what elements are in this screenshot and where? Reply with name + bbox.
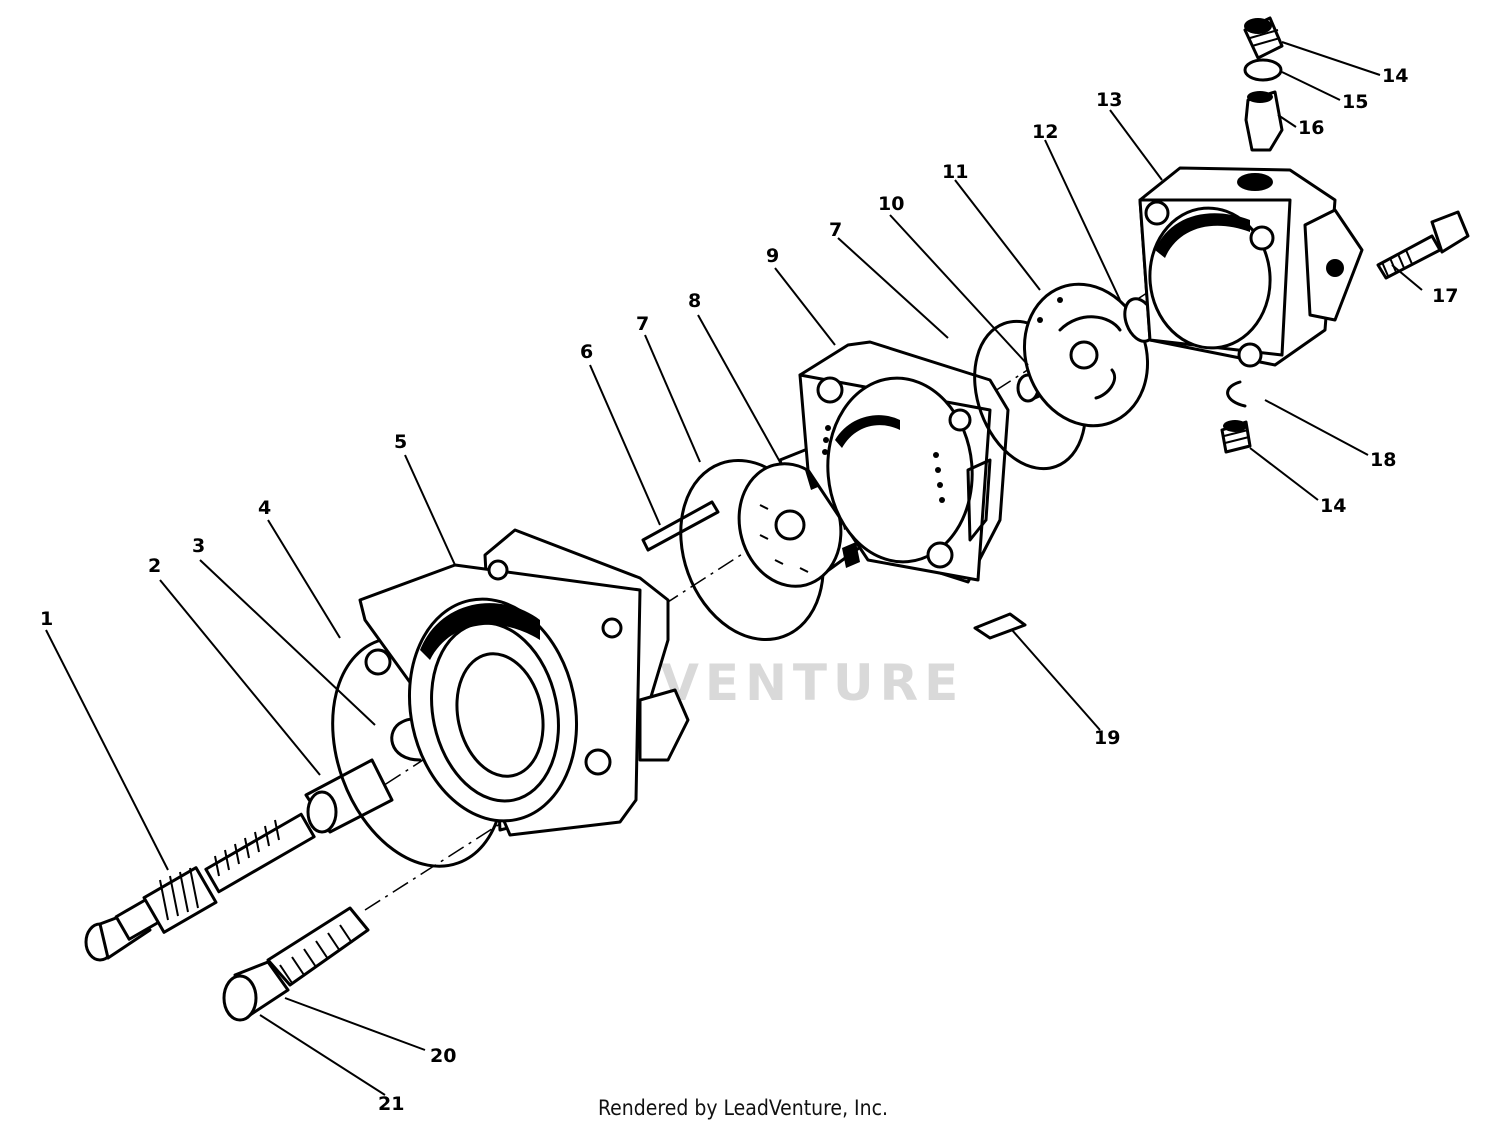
key: [973, 612, 1027, 640]
cap-screw: [222, 906, 370, 1022]
end-cap-housing: [1138, 166, 1364, 368]
footer-credit: Rendered by LeadVenture, Inc.: [598, 1096, 888, 1120]
callout-16: 16: [1298, 117, 1324, 139]
callout-15: 15: [1342, 91, 1368, 113]
callout-2: 2: [148, 555, 161, 577]
callout-13: 13: [1096, 89, 1122, 111]
o-ring-small: [1243, 58, 1283, 82]
callout-1: 1: [40, 608, 53, 630]
callout-7b: 7: [829, 219, 842, 241]
callout-5: 5: [394, 431, 407, 453]
callout-11: 11: [942, 161, 968, 183]
callout-20: 20: [430, 1045, 456, 1067]
callouts: 1 2 3 4 5 6 7 8 9 7 10 11 12 13 14 15 16…: [40, 65, 1458, 1115]
callout-21: 21: [378, 1093, 404, 1115]
callout-6: 6: [580, 341, 593, 363]
relief-valve: [1244, 90, 1284, 152]
callout-9: 9: [766, 245, 779, 267]
plug-bottom: [1220, 420, 1252, 454]
bolt: [1376, 210, 1470, 280]
callout-14b: 14: [1320, 495, 1346, 517]
callout-8: 8: [688, 290, 701, 312]
plug-top: [1243, 16, 1284, 60]
callout-19: 19: [1094, 727, 1120, 749]
callout-4: 4: [258, 497, 271, 519]
front-housing: [358, 528, 690, 837]
port-plate: [1022, 282, 1150, 428]
drive-shaft: [84, 758, 394, 962]
callout-10: 10: [878, 193, 904, 215]
callout-12: 12: [1032, 121, 1058, 143]
snap-ring: [1226, 380, 1247, 408]
callout-17: 17: [1432, 285, 1458, 307]
center-body: [798, 340, 1010, 584]
callout-18: 18: [1370, 449, 1396, 471]
callout-7a: 7: [636, 313, 649, 335]
callout-3: 3: [192, 535, 205, 557]
leader-lines: [45, 41, 1423, 1096]
callout-14a: 14: [1382, 65, 1408, 87]
